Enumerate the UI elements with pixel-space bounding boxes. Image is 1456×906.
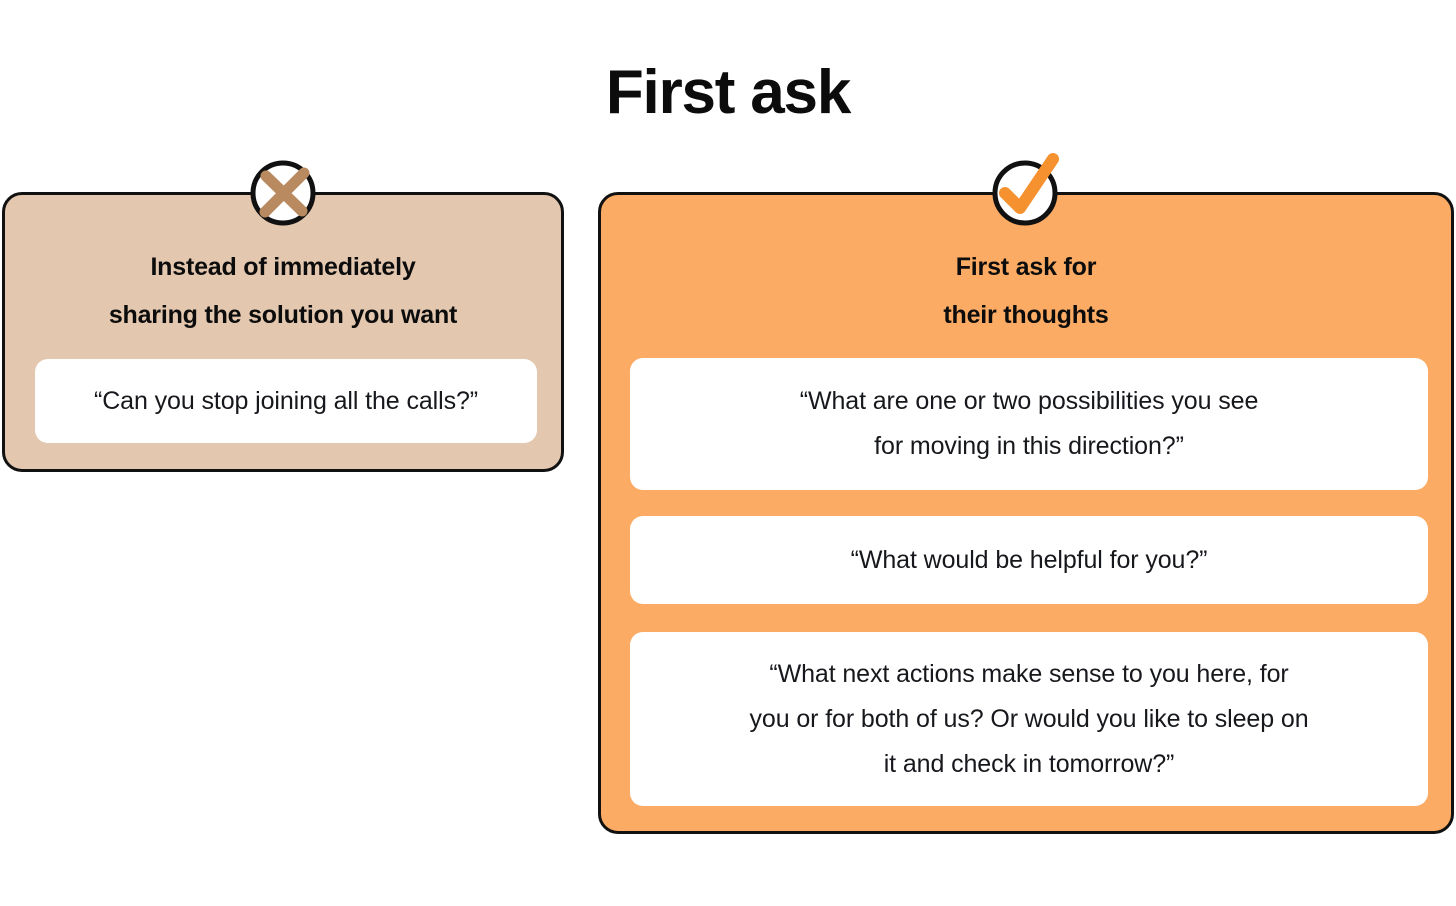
do-quote-box-1: “What are one or two possibilities you s…: [630, 358, 1428, 490]
dont-card: Instead of immediately sharing the solut…: [2, 192, 564, 472]
dont-heading-line-2: sharing the solution you want: [108, 301, 458, 329]
do-heading-line-2: their thoughts: [943, 301, 1109, 329]
dont-quote-box: “Can you stop joining all the calls?”: [35, 359, 537, 443]
do-heading-line-1: First ask for: [955, 253, 1097, 281]
page-title: First ask: [605, 58, 851, 127]
do-quote-3-line-3: it and check in tomorrow?”: [883, 749, 1175, 778]
do-card-heading: First ask for their thoughts: [601, 243, 1451, 339]
dont-card-heading: Instead of immediately sharing the solut…: [5, 243, 561, 339]
dont-quote-line-1: “Can you stop joining all the calls?”: [93, 386, 478, 415]
do-quote-box-2: “What would be helpful for you?”: [630, 516, 1428, 604]
do-quote-1-line-1: “What are one or two possibilities you s…: [799, 387, 1259, 415]
dont-heading-line-1: Instead of immediately: [150, 253, 416, 281]
do-quote-1-line-2: for moving in this direction?”: [874, 432, 1184, 460]
do-card: First ask for their thoughts “What are o…: [598, 192, 1454, 834]
do-quote-3-line-1: “What next actions make sense to you her…: [769, 659, 1289, 688]
do-quote-box-3: “What next actions make sense to you her…: [630, 632, 1428, 806]
do-quote-2-line-1: “What would be helpful for you?”: [850, 545, 1208, 574]
do-quote-3-line-2: you or for both of us? Or would you like…: [749, 704, 1309, 733]
